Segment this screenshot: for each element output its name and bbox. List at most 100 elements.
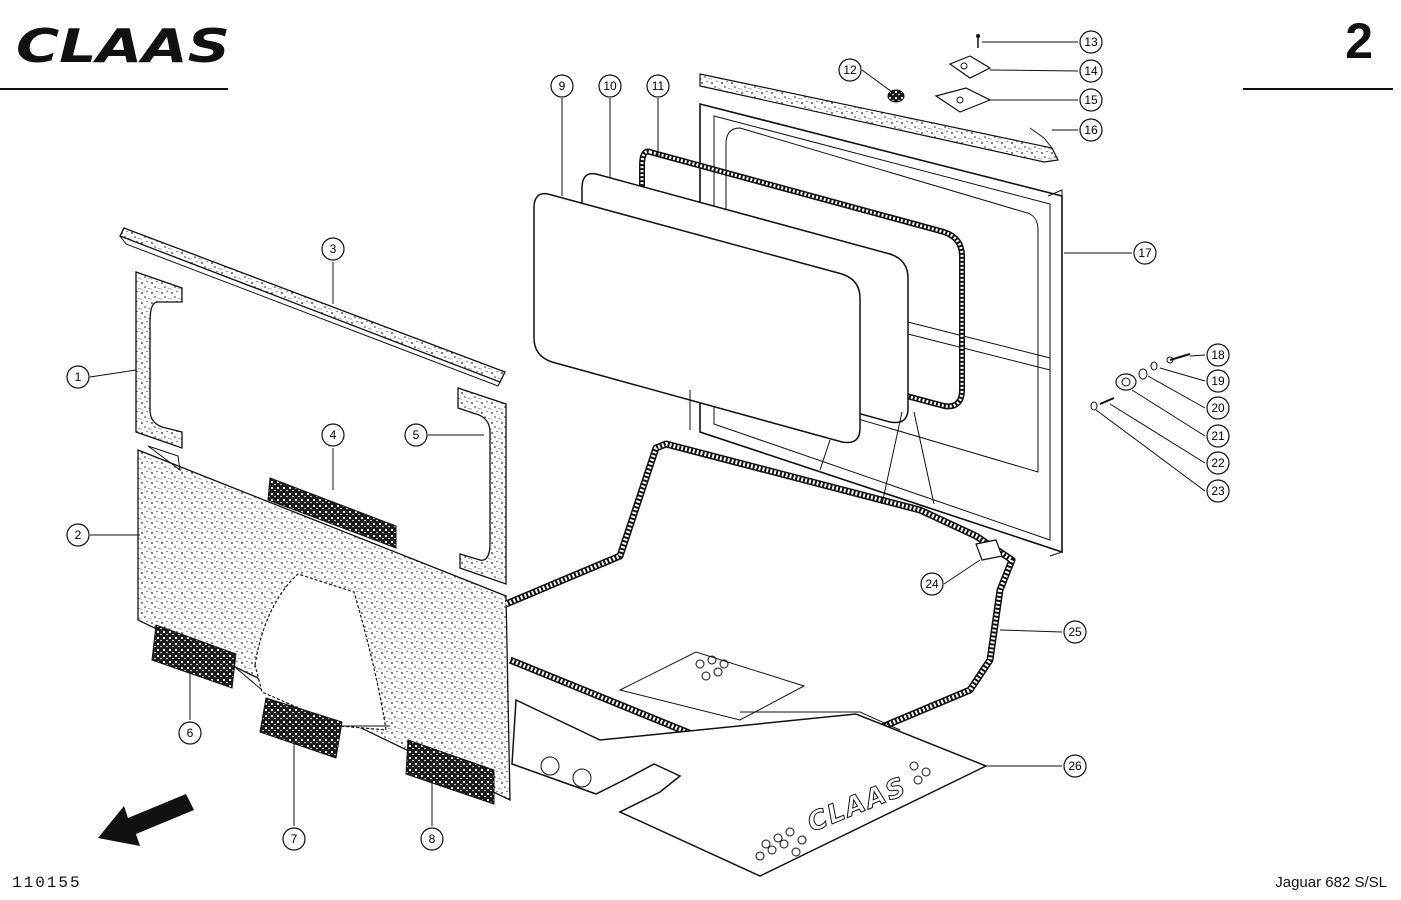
callout-number: 25 <box>1068 625 1082 639</box>
callout-circle <box>404 423 428 447</box>
callout-24: 24 <box>920 572 944 596</box>
callout-number: 15 <box>1084 93 1098 107</box>
part-24-clip <box>975 539 1003 561</box>
callout-11: 11 <box>646 74 670 98</box>
callout-circle <box>420 827 444 851</box>
part-26-floor-mat: CLAAS <box>511 651 988 877</box>
callout-number: 14 <box>1084 64 1098 78</box>
callout-circle <box>1079 118 1103 142</box>
callout-circle <box>920 572 944 596</box>
callout-21: 21 <box>1206 424 1230 448</box>
part-1-left-panel <box>135 271 183 449</box>
callout-19: 19 <box>1206 369 1230 393</box>
callout-number: 23 <box>1211 484 1225 498</box>
part-5-right-panel <box>457 387 507 585</box>
callout-13: 13 <box>1079 30 1103 54</box>
header-rule-right <box>1243 88 1393 90</box>
callout-15: 15 <box>1079 88 1103 112</box>
drawing-number: 110155 <box>12 874 82 892</box>
callout-22: 22 <box>1206 451 1230 475</box>
callout-number: 20 <box>1211 401 1225 415</box>
callout-number: 10 <box>603 79 617 93</box>
callout-number: 7 <box>291 832 298 846</box>
page-number: 2 <box>1345 13 1373 69</box>
callout-12: 12 <box>838 58 862 82</box>
callout-14: 14 <box>1079 59 1103 83</box>
callout-17: 17 <box>1133 241 1157 265</box>
callout-8: 8 <box>420 827 444 851</box>
callout-20: 20 <box>1206 396 1230 420</box>
callout-9: 9 <box>550 74 574 98</box>
callout-7: 7 <box>282 827 306 851</box>
callout-1: 1 <box>66 365 90 389</box>
part-19-washer <box>1150 361 1158 371</box>
callout-circle <box>1079 30 1103 54</box>
part-8-pad <box>405 739 495 805</box>
callout-number: 6 <box>187 726 194 740</box>
floor-mat-holes <box>540 655 931 861</box>
claas-logo-text: CLAAS <box>16 19 230 70</box>
callout-circle <box>1079 88 1103 112</box>
header-rule-left <box>0 88 228 90</box>
callout-2: 2 <box>66 523 90 547</box>
callout-25: 25 <box>1063 620 1087 644</box>
callout-circle <box>1079 59 1103 83</box>
callout-5: 5 <box>404 423 428 447</box>
callout-number: 8 <box>429 832 436 846</box>
part-16-top-cover <box>699 73 1059 163</box>
callout-circle <box>1063 754 1087 778</box>
callout-circle <box>1063 620 1087 644</box>
part-9-outer-glass <box>533 192 861 471</box>
leader-lines <box>89 41 1206 826</box>
callout-16: 16 <box>1079 118 1103 142</box>
callout-circle <box>66 365 90 389</box>
callout-circle <box>321 423 345 447</box>
callout-circle <box>646 74 670 98</box>
claas-logo: CLAAS <box>16 19 230 70</box>
callout-number: 3 <box>330 242 337 256</box>
callout-number: 9 <box>559 79 566 93</box>
part-11-seal <box>639 148 965 410</box>
callout-3: 3 <box>321 237 345 261</box>
callout-26: 26 <box>1063 754 1087 778</box>
part-15-bracket <box>934 87 992 113</box>
part-18-bolt <box>1166 353 1191 364</box>
callout-number: 21 <box>1211 429 1225 443</box>
callout-number: 12 <box>843 63 857 77</box>
callout-circle <box>550 74 574 98</box>
callout-circle <box>838 58 862 82</box>
callout-circle <box>1206 343 1230 367</box>
callout-number: 17 <box>1138 246 1152 260</box>
part-4-insulation-strip <box>267 477 397 549</box>
callout-circle <box>282 827 306 851</box>
callout-circle <box>1206 424 1230 448</box>
callout-number: 1 <box>75 370 82 384</box>
callout-number: 19 <box>1211 374 1225 388</box>
callout-number: 13 <box>1084 35 1098 49</box>
callout-circle <box>1206 396 1230 420</box>
callout-6: 6 <box>178 721 202 745</box>
callout-circle <box>598 74 622 98</box>
part-12-grommet <box>887 89 905 103</box>
part-14-latch <box>948 55 992 79</box>
callout-number: 18 <box>1211 348 1225 362</box>
model-label: Jaguar 682 S/SL <box>1275 874 1387 891</box>
callout-18: 18 <box>1206 343 1230 367</box>
callout-number: 26 <box>1068 759 1082 773</box>
callout-circle <box>1206 451 1230 475</box>
callout-number: 22 <box>1211 456 1225 470</box>
callout-4: 4 <box>321 423 345 447</box>
callout-number: 16 <box>1084 123 1098 137</box>
callout-circle <box>321 237 345 261</box>
arrow-down-left-icon <box>98 794 194 846</box>
part-21-bushing <box>1115 373 1137 391</box>
callout-number: 2 <box>75 528 82 542</box>
part-3-trim-strip <box>119 227 506 387</box>
callout-circle <box>178 721 202 745</box>
callout-circle <box>1133 241 1157 265</box>
callout-23: 23 <box>1206 479 1230 503</box>
callout-circle <box>66 523 90 547</box>
